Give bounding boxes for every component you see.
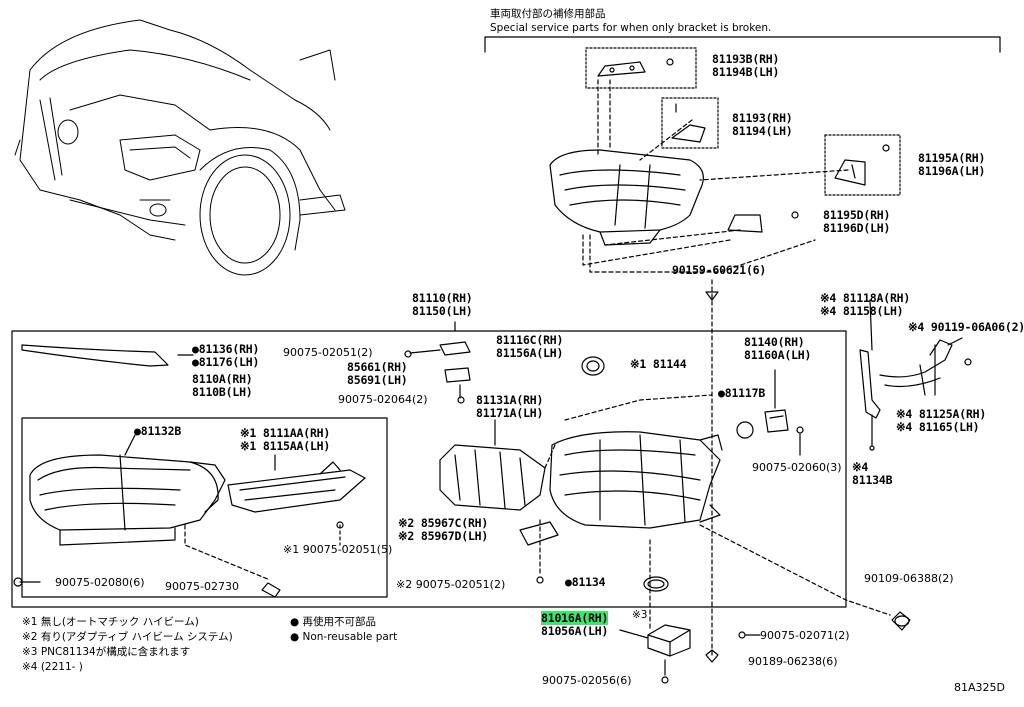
callout-81110[interactable]: 81110(RH)81150(LH) — [412, 291, 473, 318]
highlighted-part-81016a: 81016A(RH) — [541, 611, 609, 625]
cap-81117b — [764, 409, 789, 433]
module-81016a — [619, 624, 691, 684]
callout-85967c[interactable]: ※2 85967C(RH)※2 85967D(LH) — [398, 516, 489, 543]
legend-non-reusable-en: ● Non-reusable part — [290, 631, 398, 643]
callout-81193b[interactable]: 81193B(RH)81194B(LH) — [712, 52, 780, 79]
screw-90075-02730-icon — [261, 582, 281, 598]
callout-81117b[interactable]: ●81117B — [718, 386, 766, 400]
callout-90075-02071[interactable]: 90075-02071(2) — [760, 629, 850, 642]
callout-90075-02051-bot[interactable]: ※2 90075-02051(2) — [396, 578, 506, 591]
sub-assembly-frame — [21, 417, 388, 598]
unit-81131a — [439, 419, 546, 511]
callout-85661[interactable]: 85661(RH)85691(LH) — [347, 360, 408, 387]
callout-90075-02060[interactable]: 90075-02060(3) — [752, 461, 842, 474]
callout-81125a[interactable]: ※4 81125A(RH)※4 81165(LH) — [896, 407, 987, 434]
callout-81134[interactable]: ●81134 — [565, 575, 606, 589]
callout-81140[interactable]: 81140(RH)81160A(LH) — [744, 335, 812, 362]
legend-non-reusable-jp: ● 再使用不可部品 — [290, 616, 376, 628]
callout-81144[interactable]: ※1 81144 — [630, 357, 687, 371]
callout-90119-06a06[interactable]: ※4 90119-06A06(2) — [908, 320, 1024, 334]
callout-81136[interactable]: ●81136(RH)●81176(LH) — [192, 342, 260, 369]
main-assembly-frame — [11, 330, 847, 608]
bracket-85967c — [519, 521, 559, 546]
callout-81118a[interactable]: ※4 81118A(RH)※4 81158(LH) — [820, 291, 911, 318]
callout-90075-02056[interactable]: 90075-02056(6) — [542, 674, 632, 687]
callout-90075-02051-mid[interactable]: ※1 90075-02051(5) — [283, 543, 393, 556]
housing-81140 — [549, 431, 723, 529]
lens-81132b — [29, 434, 226, 546]
footnote-1: ※1 無し(オートマチック ハイビーム) — [22, 616, 199, 628]
callout-90159-60621[interactable]: 90159-60621(6) — [672, 263, 767, 277]
ring-81134 — [643, 576, 669, 592]
vehicle-illustration — [14, 19, 346, 276]
callout-81193[interactable]: 81193(RH)81194(LH) — [732, 111, 793, 138]
seal-strip-81136 — [21, 344, 194, 367]
callout-81195a[interactable]: 81195A(RH)81196A(LH) — [918, 151, 986, 178]
callout-90075-02064[interactable]: 90075-02064(2) — [338, 393, 428, 406]
reflector-8111aa — [227, 454, 366, 513]
footnote-4: ※4 (2211- ) — [22, 661, 83, 673]
callout-81132b[interactable]: ●81132B — [134, 424, 182, 438]
diagram-code: 81A325D — [954, 681, 1005, 694]
callout-90109-06388[interactable]: 90109-06388(2) — [864, 572, 954, 585]
callout-81195d[interactable]: 81195D(RH)81196D(LH) — [823, 208, 891, 235]
callout-81131a[interactable]: 81131A(RH)81171A(LH) — [476, 393, 544, 420]
bolt-90159-icon — [705, 291, 719, 301]
header-title-en: Special service parts for when only brac… — [490, 22, 772, 34]
harness-81118a — [859, 299, 972, 451]
callout-81016a-note: ※3 — [632, 609, 648, 621]
callout-81116c[interactable]: 81116C(RH)81156A(LH) — [496, 333, 564, 360]
bracket-81116c — [439, 341, 471, 356]
header-title-jp: 車両取付部の補修用部品 — [490, 8, 606, 20]
footnote-2: ※2 有り(アダプティブ ハイビーム システム) — [22, 631, 233, 643]
callout-90189-06238[interactable]: 90189-06238(6) — [748, 655, 838, 668]
callout-8110a[interactable]: 8110A(RH)8110B(LH) — [192, 372, 253, 399]
headlamp-bracket-view — [549, 47, 901, 273]
callout-8111aa[interactable]: ※1 8111AA(RH)※1 8115AA(LH) — [240, 426, 331, 453]
callout-81016a[interactable]: 81016A(RH) 81056A(LH) — [541, 611, 609, 638]
callout-90075-02730[interactable]: 90075-02730 — [165, 580, 239, 593]
callout-90075-02051-top[interactable]: 90075-02051(2) — [283, 346, 373, 359]
bracket-frame — [484, 36, 1001, 53]
ring-81144 — [581, 356, 605, 376]
connector-85661 — [444, 367, 471, 383]
callout-90075-02080[interactable]: 90075-02080(6) — [55, 576, 145, 589]
footnote-3: ※3 PNC81134が構成に含まれます — [22, 646, 191, 658]
